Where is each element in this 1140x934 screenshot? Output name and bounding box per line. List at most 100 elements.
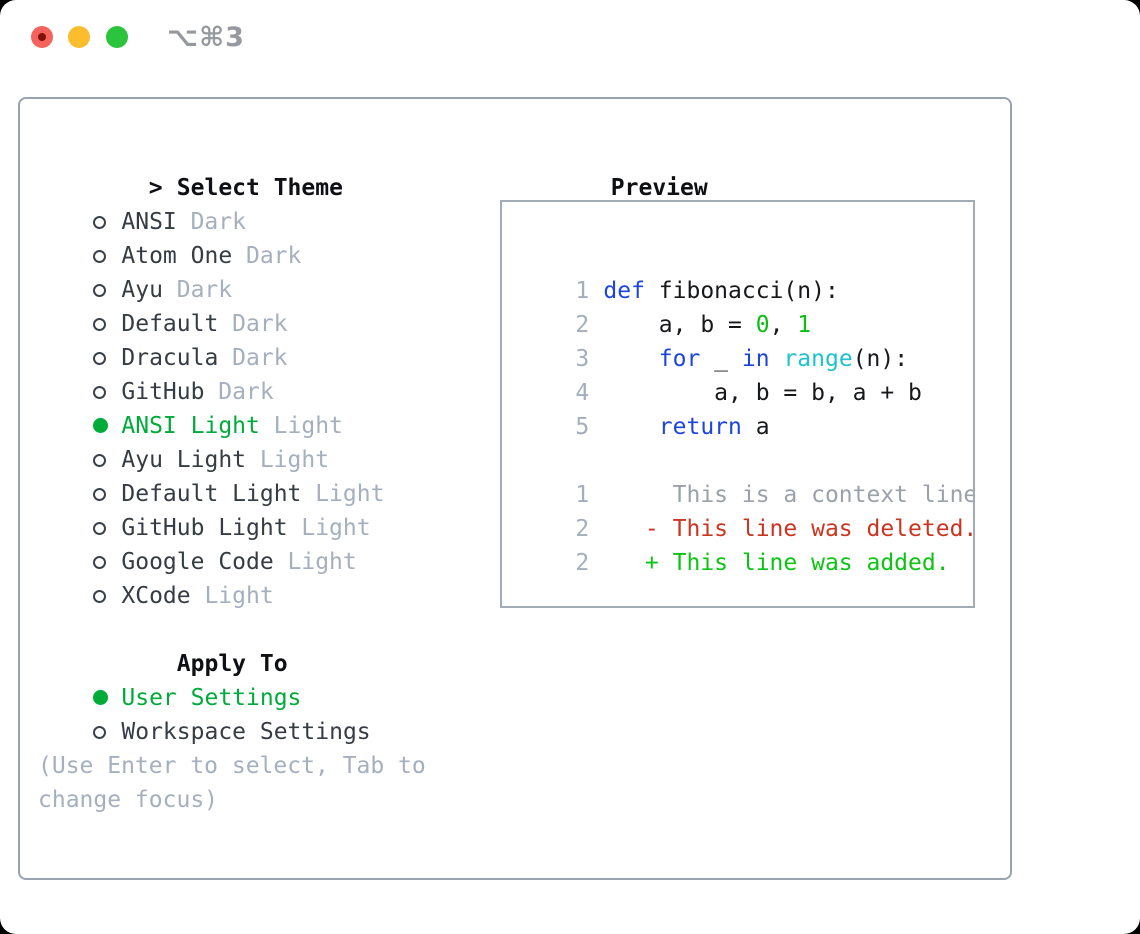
code-token <box>770 346 784 372</box>
line-number: 2 <box>575 312 590 338</box>
theme-option-ansi[interactable]: ANSI Dark <box>38 171 488 235</box>
radio-circle-icon <box>93 386 107 399</box>
code-token: , <box>769 312 798 338</box>
code-token: for <box>658 346 701 372</box>
code-token: 0 <box>755 312 770 338</box>
code-line: 3 for _ in range(n): <box>520 308 973 372</box>
radio-circle-icon <box>93 250 107 263</box>
apply-option-label: User Settings <box>121 685 302 711</box>
theme-name: Default <box>121 311 219 337</box>
theme-option-xcode[interactable]: XCode Light <box>38 545 488 609</box>
line-number: 1 <box>575 278 590 304</box>
radio-circle-icon <box>93 590 107 603</box>
minimize-button[interactable] <box>68 26 90 48</box>
apply-option-user-settings[interactable]: User Settings <box>38 647 488 711</box>
focus-caret-icon: > <box>148 175 163 201</box>
theme-name: ANSI Light <box>121 413 260 439</box>
theme-name: Ayu Light <box>121 447 247 473</box>
code-line: 2 - This line was deleted. <box>520 478 973 542</box>
theme-variant-badge: Light <box>287 549 357 575</box>
code-token: _ <box>700 346 742 372</box>
theme-name: ANSI <box>121 209 177 235</box>
preview-title: Preview <box>610 175 708 201</box>
theme-variant-badge: Dark <box>232 311 288 337</box>
code-token: - This line was deleted. <box>603 516 975 542</box>
theme-variant-badge: Light <box>204 583 274 609</box>
radio-circle-icon <box>93 556 107 569</box>
theme-option-ansi-light[interactable]: ANSI Light Light <box>38 375 488 439</box>
theme-variant-badge: Light <box>273 413 343 439</box>
zoom-button[interactable] <box>106 26 128 48</box>
radio-circle-icon <box>93 522 107 535</box>
code-token: return <box>658 414 742 440</box>
apply-to-header: Apply To <box>38 613 488 677</box>
theme-variant-badge: Dark <box>245 243 302 269</box>
code-token: a, b = <box>603 312 756 338</box>
code-token: (n): <box>852 346 909 372</box>
theme-option-ayu[interactable]: Ayu Dark <box>38 239 488 303</box>
preview-header: Preview <box>500 137 996 201</box>
radio-circle-icon <box>93 352 107 365</box>
theme-variant-badge: Light <box>259 447 330 473</box>
theme-option-atom-one[interactable]: Atom One Dark <box>38 205 488 269</box>
radio-circle-icon <box>93 318 107 331</box>
code-token <box>603 346 658 372</box>
radio-circle-icon <box>93 284 107 297</box>
radio-circle-icon <box>93 488 107 501</box>
theme-variant-badge: Dark <box>176 277 233 303</box>
code-token: a, b = b, a + b <box>603 380 922 406</box>
code-line: 5 return a <box>520 376 973 440</box>
close-button[interactable] <box>31 26 53 48</box>
apply-option-workspace-settings[interactable]: Workspace Settings <box>38 681 488 745</box>
theme-name: Dracula <box>121 345 219 371</box>
theme-option-ayu-light[interactable]: Ayu Light Light <box>38 409 488 473</box>
theme-variant-badge: Light <box>315 481 385 507</box>
radio-circle-icon <box>93 216 107 229</box>
theme-name: Ayu <box>121 277 163 303</box>
theme-variant-badge: Light <box>301 515 371 541</box>
theme-name: Atom One <box>121 243 233 269</box>
line-number: 2 <box>575 516 590 542</box>
line-number: 5 <box>575 414 590 440</box>
line-number: 3 <box>575 346 590 372</box>
theme-name: Google Code <box>121 549 274 575</box>
radio-circle-icon <box>93 690 109 705</box>
theme-option-dracula[interactable]: Dracula Dark <box>38 307 488 371</box>
theme-variant-badge: Dark <box>190 209 246 235</box>
theme-name: XCode <box>121 583 191 609</box>
apply-to-options: User Settings Workspace Settings <box>38 647 488 745</box>
hint-text-line1: (Use Enter to select, Tab to <box>38 753 426 779</box>
line-number: 4 <box>575 380 590 406</box>
code-token: def <box>603 278 645 304</box>
code-token: range <box>783 346 853 372</box>
code-token: + This line was added. <box>603 550 950 576</box>
hint-text-line2: change focus) <box>38 787 219 813</box>
line-number: 1 <box>575 482 590 508</box>
theme-variant-badge: Dark <box>218 379 274 405</box>
apply-option-label: Workspace Settings <box>121 719 371 745</box>
code-line: 2 + This line was added. <box>520 512 973 576</box>
code-token: in <box>741 346 770 372</box>
keyboard-shortcut-label: ⌥⌘3 <box>167 22 245 53</box>
theme-option-default[interactable]: Default Dark <box>38 273 488 337</box>
select-theme-header: > Select Theme <box>38 137 488 201</box>
select-theme-title: Select Theme <box>176 175 343 201</box>
theme-variant-badge: Dark <box>232 345 288 371</box>
radio-circle-icon <box>93 454 107 467</box>
code-line: 1 This is a context line. <box>520 444 973 508</box>
theme-option-google-code[interactable]: Google Code Light <box>38 511 488 575</box>
code-token: 1 <box>797 312 812 338</box>
radio-circle-icon <box>93 418 109 433</box>
close-button-dot <box>38 33 46 41</box>
radio-circle-icon <box>93 726 107 739</box>
